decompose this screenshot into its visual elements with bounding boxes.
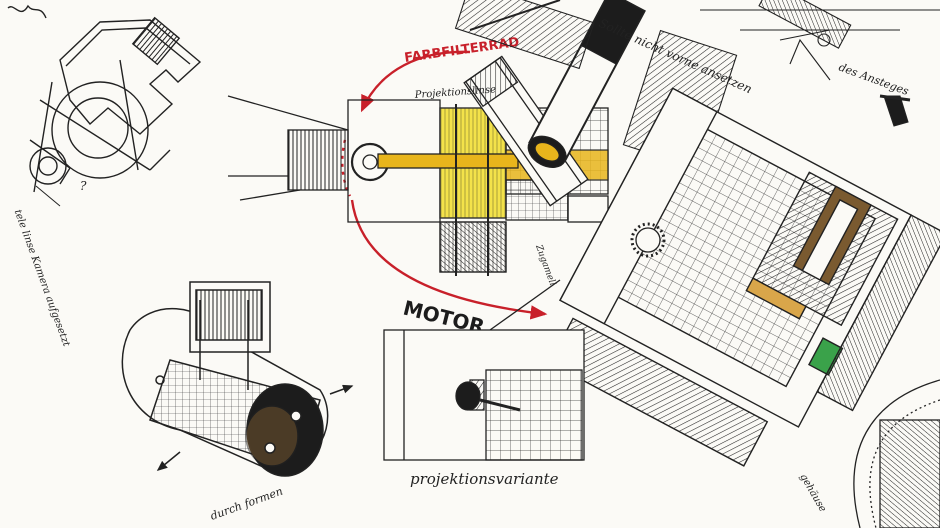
motor-cylinder-sketch [121, 281, 354, 477]
question-mark-label: ? [80, 179, 87, 193]
sketch-top-left-component [7, 4, 202, 207]
right-tilted-unit [548, 87, 940, 467]
label-projektionsvariante: projektionsvariante [410, 470, 559, 488]
label-durch-formen: durch formen [209, 485, 285, 523]
label-zugamell: Zugamell [533, 243, 557, 288]
bottom-right-arc [853, 379, 940, 528]
label-des-ansteges: des Ansteges [837, 61, 911, 98]
small-gear [630, 222, 666, 258]
label-gehaeuse: gehäuse [797, 472, 828, 514]
projektion-sketch [383, 279, 585, 461]
left-margin-note: tele linse Kamera aufgesetzt [12, 208, 72, 349]
central-assembly [227, 0, 646, 276]
